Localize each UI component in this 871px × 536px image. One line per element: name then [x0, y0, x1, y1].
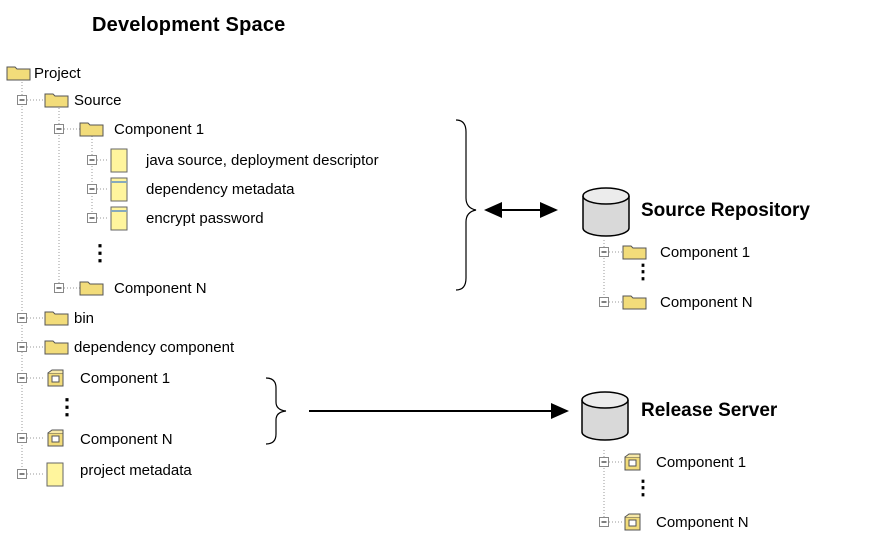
- tree-item-component-1[interactable]: Component 1: [114, 121, 205, 138]
- expander-icon[interactable]: [17, 342, 28, 353]
- expander-icon[interactable]: [17, 433, 28, 444]
- expander-icon[interactable]: [17, 469, 28, 480]
- expander-icon[interactable]: [87, 213, 98, 224]
- expander-icon[interactable]: [54, 283, 65, 294]
- package-icon: [47, 429, 64, 447]
- tree-item-component-n[interactable]: Component N: [114, 280, 207, 297]
- source-brace: [455, 119, 477, 291]
- tree-item-dependency-component[interactable]: dependency component: [74, 339, 235, 356]
- folder-icon: [79, 122, 104, 137]
- folder-icon: [622, 245, 647, 260]
- expander-icon[interactable]: [599, 517, 610, 528]
- ellipsis: ⋮: [89, 240, 111, 265]
- release-server-database-icon: [581, 391, 629, 441]
- file-icon: [110, 177, 128, 202]
- package-icon: [47, 369, 64, 387]
- tree-item-source[interactable]: Source: [74, 92, 122, 109]
- tree-item-project-metadata[interactable]: project metadata: [80, 462, 192, 479]
- tree-item-java-source[interactable]: java source, deployment descriptor: [146, 152, 379, 169]
- release-brace: [265, 377, 287, 445]
- folder-icon: [44, 93, 69, 108]
- ellipsis: ⋮: [633, 477, 653, 499]
- expander-icon[interactable]: [54, 124, 65, 135]
- expander-icon[interactable]: [17, 95, 28, 106]
- expander-icon[interactable]: [87, 184, 98, 195]
- folder-icon: [6, 66, 31, 81]
- source-repo-item-component-n[interactable]: Component N: [660, 294, 753, 311]
- expander-icon[interactable]: [599, 247, 610, 258]
- release-server-item-component-n[interactable]: Component N: [656, 514, 749, 531]
- expander-icon[interactable]: [17, 313, 28, 324]
- tree-item-project[interactable]: Project: [34, 65, 81, 82]
- package-icon: [624, 453, 641, 471]
- folder-icon: [79, 281, 104, 296]
- expander-icon[interactable]: [17, 373, 28, 384]
- ellipsis: ⋮: [633, 261, 653, 283]
- file-icon: [110, 206, 128, 231]
- page-title: Development Space: [92, 14, 286, 36]
- tree-item-dependency-metadata[interactable]: dependency metadata: [146, 181, 295, 198]
- tree-item-bin[interactable]: bin: [74, 310, 95, 327]
- source-repo-item-component-1[interactable]: Component 1: [660, 244, 751, 261]
- file-icon: [110, 148, 128, 173]
- expander-icon[interactable]: [87, 155, 98, 166]
- expander-icon[interactable]: [599, 297, 610, 308]
- tree-item-encrypt-password[interactable]: encrypt password: [146, 210, 264, 227]
- source-repository-label: Source Repository: [641, 200, 810, 221]
- folder-icon: [622, 295, 647, 310]
- file-icon: [46, 462, 64, 487]
- ellipsis: ⋮: [56, 394, 78, 419]
- release-server-item-component-1[interactable]: Component 1: [656, 454, 747, 471]
- tree-item-built-component-1[interactable]: Component 1: [80, 370, 171, 387]
- folder-icon: [44, 311, 69, 326]
- tree-item-built-component-n[interactable]: Component N: [80, 431, 173, 448]
- release-server-label: Release Server: [641, 400, 778, 421]
- package-icon: [624, 513, 641, 531]
- folder-icon: [44, 340, 69, 355]
- expander-icon[interactable]: [599, 457, 610, 468]
- source-repository-database-icon: [582, 187, 630, 237]
